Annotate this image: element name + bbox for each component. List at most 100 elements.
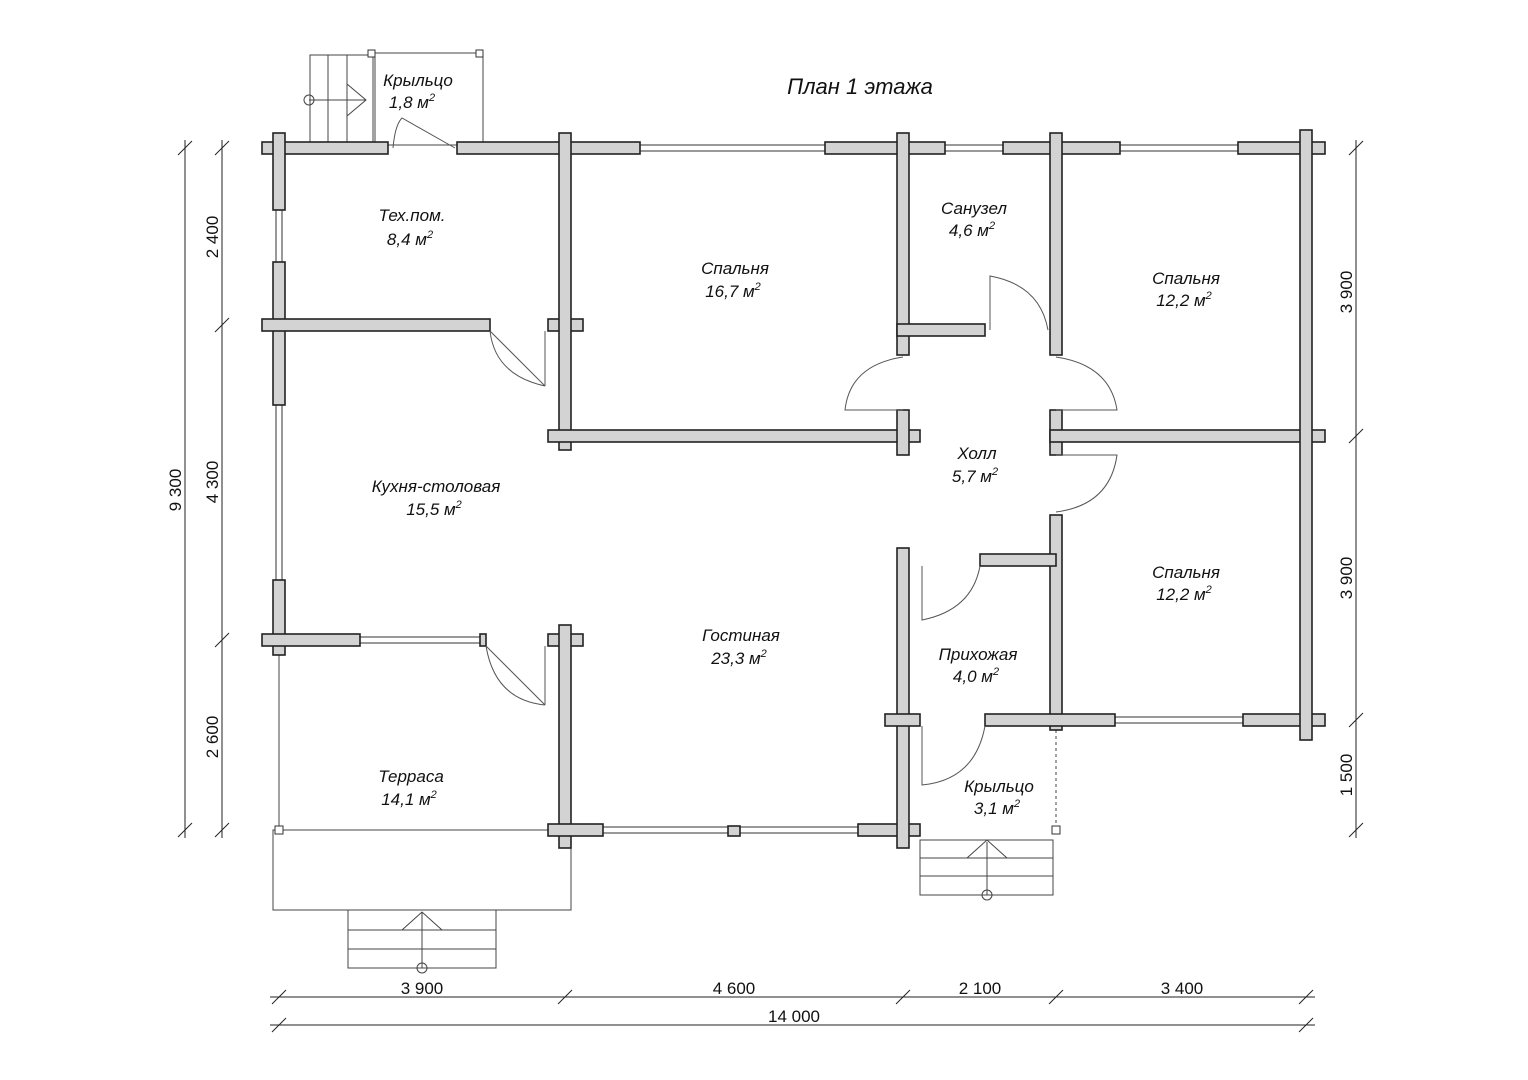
plan-mark bbox=[1049, 429, 1326, 443]
plan-mark bbox=[734, 826, 866, 834]
plan-mark bbox=[475, 49, 484, 58]
room-porch-bottom: Крыльцо 3,1 м2 bbox=[964, 777, 1034, 818]
plan-mark bbox=[824, 141, 946, 155]
area-superscript: 2 bbox=[1205, 290, 1212, 302]
room-area: 23,3 м bbox=[710, 649, 761, 668]
dimensions: 9 300 2 400 4 300 2 600 3 900 3 900 1 50… bbox=[166, 140, 1364, 1033]
plan-mark bbox=[271, 989, 287, 1005]
room-area: 23,3 м2 bbox=[710, 648, 767, 668]
room-area: 1,8 м2 bbox=[389, 92, 435, 112]
dim-left-total: 9 300 bbox=[166, 469, 185, 512]
area-superscript: 2 bbox=[991, 466, 998, 478]
plan-mark bbox=[261, 318, 491, 332]
plan-mark bbox=[489, 330, 546, 387]
room-name: Холл bbox=[956, 444, 997, 463]
area-superscript: 2 bbox=[426, 229, 433, 241]
room-area: 8,4 м bbox=[387, 230, 427, 249]
plan-mark bbox=[896, 409, 910, 456]
plan-mark bbox=[979, 553, 1057, 567]
room-area: 12,2 м bbox=[1156, 585, 1206, 604]
plan-mark bbox=[372, 52, 484, 146]
plan-mark bbox=[1051, 825, 1061, 835]
room-entry: Прихожая 4,0 м2 bbox=[939, 645, 1018, 686]
plan-mark bbox=[1299, 129, 1313, 741]
room-area: 14,1 м2 bbox=[381, 789, 437, 809]
room-area: 5,7 м bbox=[952, 467, 992, 486]
room-area: 4,6 м bbox=[949, 221, 989, 240]
plan-mark bbox=[1055, 356, 1118, 411]
plan-mark bbox=[261, 141, 389, 155]
plan-mark bbox=[392, 117, 456, 149]
plan-mark bbox=[557, 989, 573, 1005]
plan-mark bbox=[275, 399, 283, 586]
plan-mark bbox=[884, 713, 921, 727]
room-area: 14,1 м bbox=[381, 790, 431, 809]
plan-mark bbox=[214, 822, 230, 838]
room-area: 12,2 м2 bbox=[1156, 290, 1212, 310]
plan-mark bbox=[558, 132, 572, 451]
plan-mark bbox=[1348, 822, 1364, 838]
room-area: 5,7 м2 bbox=[952, 466, 998, 486]
plan-mark bbox=[966, 839, 1008, 859]
plan-mark bbox=[989, 275, 1049, 331]
plan-mark bbox=[367, 49, 376, 58]
dim-left-1: 2 400 bbox=[203, 216, 222, 259]
area-superscript: 2 bbox=[430, 789, 437, 801]
room-name: Спальня bbox=[1152, 269, 1220, 288]
plan-mark bbox=[346, 83, 367, 117]
plan-mark bbox=[1348, 140, 1364, 156]
room-name: Кухня-столовая bbox=[372, 477, 501, 496]
area-superscript: 2 bbox=[428, 92, 435, 104]
room-area: 12,2 м2 bbox=[1156, 584, 1212, 604]
dim-bottom-total: 14 000 bbox=[768, 1007, 820, 1026]
plan-mark bbox=[1348, 428, 1364, 444]
dim-right-3: 1 500 bbox=[1337, 754, 1356, 797]
plan-mark bbox=[1049, 132, 1063, 356]
area-superscript: 2 bbox=[760, 648, 767, 660]
room-bedroom-2: Спальня 12,2 м2 bbox=[1152, 269, 1220, 310]
plan-mark bbox=[479, 633, 487, 647]
room-name: Прихожая bbox=[939, 645, 1018, 664]
room-area: 15,5 м bbox=[406, 500, 456, 519]
plan-mark bbox=[1114, 716, 1244, 724]
plan-mark bbox=[895, 989, 911, 1005]
plan-mark bbox=[177, 140, 193, 156]
plan-mark bbox=[275, 204, 283, 268]
plan-mark bbox=[984, 713, 1116, 727]
room-name: Крыльцо bbox=[964, 777, 1034, 796]
room-name: Спальня bbox=[701, 259, 769, 278]
room-area: 16,7 м2 bbox=[705, 281, 761, 301]
room-name: Терраса bbox=[378, 767, 444, 786]
plan-mark bbox=[1055, 454, 1118, 513]
plan-mark bbox=[896, 323, 986, 337]
plan-mark bbox=[639, 144, 826, 152]
room-hall: Холл 5,7 м2 bbox=[952, 444, 998, 486]
room-area: 16,7 м bbox=[705, 282, 755, 301]
plan-mark bbox=[456, 141, 641, 155]
plan-mark bbox=[274, 825, 284, 835]
plan-mark bbox=[214, 632, 230, 648]
dim-bottom-1: 3 900 bbox=[401, 979, 444, 998]
plan-mark bbox=[272, 132, 286, 211]
room-area: 3,1 м bbox=[974, 799, 1014, 818]
plan-mark bbox=[485, 645, 546, 706]
plan-mark bbox=[921, 565, 981, 621]
room-name: Санузел bbox=[941, 199, 1007, 218]
plan-mark bbox=[558, 624, 572, 849]
doors bbox=[392, 117, 1118, 786]
plan-mark bbox=[1298, 989, 1314, 1005]
room-area: 1,8 м bbox=[389, 93, 429, 112]
plan-mark bbox=[177, 822, 193, 838]
area-superscript: 2 bbox=[992, 666, 999, 678]
stairs-and-porches bbox=[272, 49, 1061, 974]
plan-mark bbox=[1114, 144, 1244, 152]
room-area: 4,0 м2 bbox=[953, 666, 999, 686]
area-superscript: 2 bbox=[1013, 798, 1020, 810]
plan-mark bbox=[214, 140, 230, 156]
